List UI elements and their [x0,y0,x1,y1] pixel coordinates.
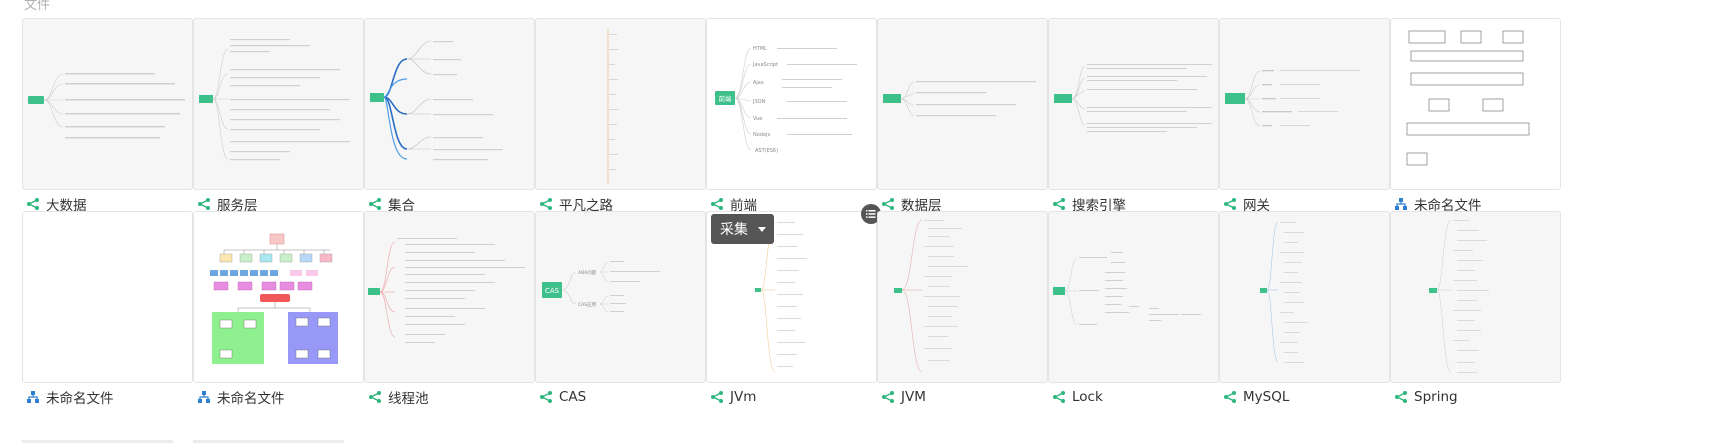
thumbnail [1048,211,1219,383]
file-card-jvm-lower[interactable]: 采集 JVm [706,204,881,405]
mindmap-icon [711,198,723,210]
file-card-wangguan[interactable]: 网关 [1219,18,1390,214]
file-card-pingfanzhilu[interactable]: 平凡之路 [535,18,706,214]
file-name: 未命名文件 [46,391,114,407]
branch-0: ABA问题 [578,269,597,276]
file-name: 数据层 [901,198,942,214]
file-card-jvm-upper[interactable]: JVM [877,211,1048,405]
mindmap-icon [1224,391,1236,403]
list-icon[interactable] [861,204,881,224]
thumbnail [1219,18,1390,190]
branch-6: AST(ES6) [755,148,778,154]
branch-4: Vue [753,116,762,122]
root-node: 前端 [719,94,733,103]
file-card-shujuceng[interactable]: 数据层 [877,18,1048,214]
thumbnail [364,18,535,190]
thumbnail [1048,18,1219,190]
file-card-mysql[interactable]: MySQL [1219,211,1390,405]
next-row-card-edge [193,440,344,443]
mindmap-icon [369,391,381,403]
branch-2: Ajax [753,80,764,86]
mindmap-icon [882,391,894,403]
file-name: Spring [1414,389,1458,405]
flowchart-icon [198,391,210,403]
thumbnail [535,18,706,190]
file-card-sousuoyinqing[interactable]: 搜索引擎 [1048,18,1219,214]
file-card-qianduan[interactable]: 前端 HTML JavaScript Ajax JSON Vue Nodejs … [706,18,877,214]
thumbnail [877,211,1048,383]
thumbnail [877,18,1048,190]
thumbnail [1219,211,1390,383]
file-name: 集合 [388,198,415,214]
file-card-dashuju[interactable]: 大数据 [22,18,193,214]
branch-1: CAS应用 [578,301,596,308]
file-name: 未命名文件 [217,391,285,407]
branch-0: HTML [753,46,767,52]
file-card-unnamed-3[interactable]: 未命名文件 [193,211,364,407]
file-card-unnamed-1[interactable]: 未命名文件 [1390,18,1561,214]
file-name: Lock [1072,389,1103,405]
file-card-fuwuceng[interactable]: 服务层 [193,18,364,214]
file-name: 服务层 [217,198,258,214]
flowchart-icon [27,391,39,403]
chevron-down-icon [758,226,766,232]
mindmap-icon [1224,198,1236,210]
thumbnail [22,211,193,383]
mindmap-icon [1053,391,1065,403]
file-card-xianchengchi[interactable]: 线程池 [364,211,535,407]
file-card-jihe[interactable]: 集合 [364,18,535,214]
file-name: JVM [901,389,926,405]
file-name: MySQL [1243,389,1290,405]
thumbnail [193,18,364,190]
thumbnail [193,211,364,383]
file-card-lock[interactable]: Lock [1048,211,1219,405]
root-node: CAS [545,287,560,295]
thumbnail [1390,18,1561,190]
mindmap-icon [1395,391,1407,403]
file-name: 搜索引擎 [1072,198,1126,214]
flowchart-icon [1395,198,1407,210]
section-label: 文件 [24,0,51,13]
mindmap-icon [1053,198,1065,210]
thumbnail [364,211,535,383]
thumbnail: 采集 [706,211,877,383]
branch-5: Nodejs [753,132,770,138]
branch-3: JSON [752,99,766,105]
mindmap-icon [198,198,210,210]
file-name: 大数据 [46,198,87,214]
file-name: 前端 [730,198,757,214]
mindmap-icon [369,198,381,210]
thumbnail: CAS ABA问题 CAS应用 [535,211,706,383]
mindmap-icon [27,198,39,210]
mindmap-icon [540,391,552,403]
file-card-cas[interactable]: CAS ABA问题 CAS应用 CAS [535,211,706,405]
mindmap-icon [882,198,894,210]
branch-1: JavaScript [752,62,778,68]
thumbnail [22,18,193,190]
file-name: CAS [559,389,587,405]
file-name: JVm [730,389,757,405]
collect-button[interactable]: 采集 [711,214,774,244]
thumbnail: 前端 HTML JavaScript Ajax JSON Vue Nodejs … [706,18,877,190]
file-name: 线程池 [388,391,429,407]
thumbnail [1390,211,1561,383]
file-name: 平凡之路 [559,198,613,214]
file-name: 未命名文件 [1414,198,1482,214]
collect-label: 采集 [720,222,748,238]
file-card-unnamed-2[interactable]: 未命名文件 [22,211,193,407]
mindmap-icon [540,198,552,210]
next-row-card-edge [22,440,173,443]
file-card-spring[interactable]: Spring [1390,211,1561,405]
mindmap-icon [711,391,723,403]
file-name: 网关 [1243,198,1270,214]
